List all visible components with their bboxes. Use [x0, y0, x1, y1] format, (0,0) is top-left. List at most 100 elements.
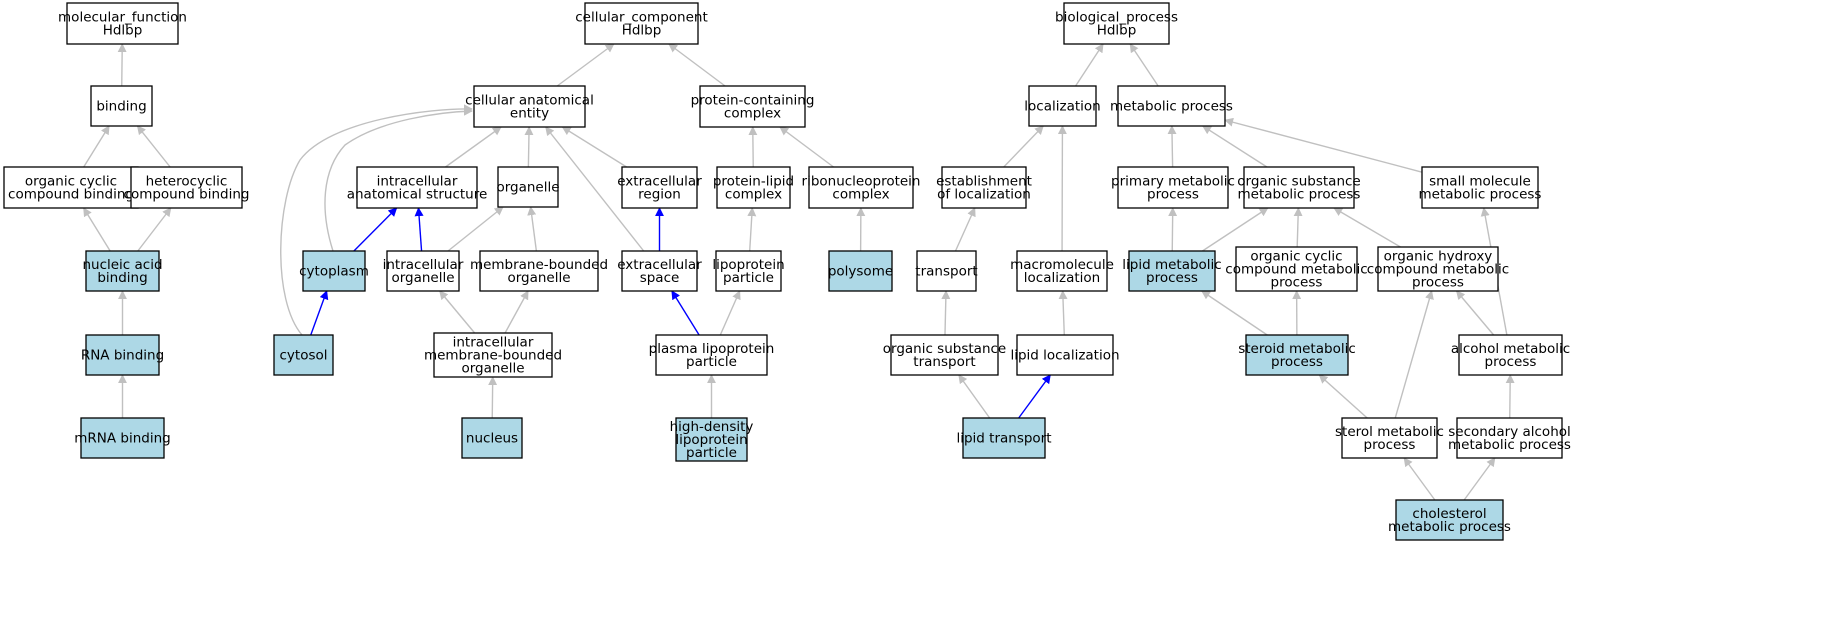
node-label: binding: [97, 270, 147, 286]
node-box: [90, 85, 153, 127]
edge-sterol_metabolic-to-steroid_metabolic: [1318, 374, 1368, 419]
node-box: [273, 334, 334, 376]
node-box: [473, 85, 586, 128]
node-lipid_localization[interactable]: lipid localization: [1010, 334, 1120, 376]
node-label: protein-lipid: [713, 174, 794, 190]
edge-intracell_membrane_organelle-to-intracell_organelle: [439, 290, 476, 334]
edge-sterol_metabolic-to-org_hydroxy_metabolic: [1394, 290, 1434, 419]
edge-nucleic_acid_binding-to-org_cyclic_binding: [83, 207, 111, 252]
node-box: [130, 166, 243, 209]
node-label: binding: [96, 99, 146, 115]
node-label: cellular anatomical: [465, 93, 594, 109]
node-label: process: [1147, 187, 1199, 203]
node-box: [621, 250, 698, 292]
node-box: [1063, 2, 1170, 45]
node-box: [916, 250, 977, 292]
node-label: complex: [724, 106, 781, 122]
edge-cholesterol_metabolic-to-sterol_metabolic: [1403, 457, 1436, 501]
node-mrna_binding[interactable]: mRNA binding: [74, 417, 171, 459]
edge-secondary_alcohol-to-alcohol_metabolic: [1505, 374, 1515, 419]
node-metabolic[interactable]: metabolic process: [1110, 85, 1233, 127]
node-label: organic cyclic: [25, 174, 117, 190]
node-label: organelle: [391, 270, 454, 286]
node-label: cytoplasm: [299, 264, 369, 280]
node-box: [890, 334, 999, 376]
node-nucleus[interactable]: nucleus: [461, 417, 523, 459]
node-box: [356, 166, 478, 209]
node-box: [699, 85, 806, 128]
node-label: ribonucleoprotein: [802, 174, 921, 190]
node-label: intracellular: [453, 335, 534, 351]
node-binding[interactable]: binding: [90, 85, 153, 127]
node-lipid_transport[interactable]: lipid transport: [956, 417, 1052, 459]
node-cytosol[interactable]: cytosol: [273, 334, 334, 376]
node-transport[interactable]: transport: [915, 250, 978, 292]
node-label: plasma lipoprotein: [649, 341, 775, 357]
node-box: [1456, 417, 1563, 459]
edge-membrane_organelle-to-organelle: [527, 206, 538, 252]
node-label: sterol metabolic: [1335, 424, 1444, 440]
node-label: metabolic process: [1238, 187, 1361, 203]
node-label: molecular_function: [58, 10, 187, 26]
edge-lipoprotein_particle-to-prot_lipid_complex: [747, 207, 757, 252]
node-box: [1016, 250, 1108, 292]
node-polysome[interactable]: polysome: [828, 250, 893, 292]
node-label: establishment: [936, 174, 1032, 190]
edge-org_subst_metabolic-to-metabolic: [1202, 125, 1268, 168]
node-box: [1128, 250, 1216, 292]
node-label: transport: [915, 264, 977, 280]
edge-steroid_metabolic-to-lipid_metabolic: [1201, 290, 1268, 336]
edge-cytosol-to-cell_anat: [280, 104, 473, 336]
node-label: Hdlbp: [1097, 23, 1137, 39]
node-label: high-density: [670, 419, 754, 435]
node-box: [85, 334, 160, 376]
node-organelle[interactable]: organelle: [496, 166, 560, 208]
edge-establish_loc-to-localization: [1003, 125, 1044, 168]
node-box: [621, 166, 698, 209]
node-rna_binding[interactable]: RNA binding: [81, 334, 164, 376]
node-box: [962, 417, 1046, 459]
edge-nucleic_acid_binding-to-heterocyclic_binding: [137, 207, 172, 252]
node-cytoplasm[interactable]: cytoplasm: [299, 250, 369, 292]
node-box: [716, 166, 791, 209]
edge-lipid_transport-to-lipid_localization: [1018, 374, 1051, 419]
node-box: [3, 166, 139, 209]
node-localization[interactable]: localization: [1024, 85, 1101, 127]
node-label: metabolic process: [1388, 519, 1511, 535]
